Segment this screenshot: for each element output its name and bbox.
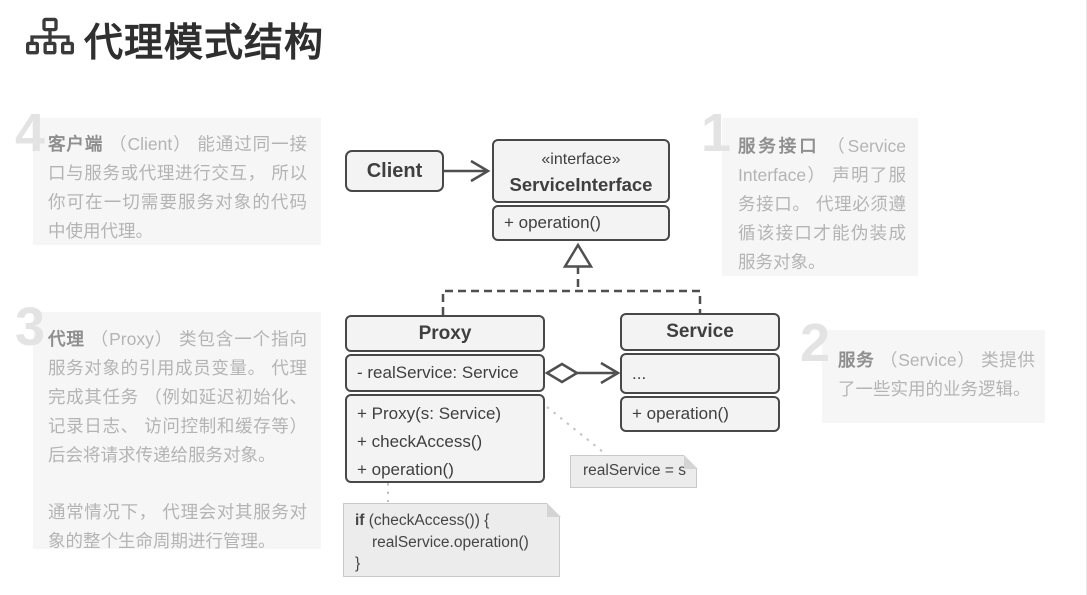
association-arrow-head bbox=[470, 159, 491, 183]
uml-class-service: Service ... + operation() bbox=[620, 313, 780, 432]
proxy-method-operation: + operation() bbox=[357, 460, 454, 479]
note-fold-corner bbox=[683, 454, 698, 469]
proxy-attribute: - realService: Service bbox=[345, 354, 545, 392]
realization-triangle bbox=[562, 242, 594, 268]
annotation-client-body: （Client） 能通过同一接口与服务或代理进行交互， 所以你可在一切需要服务对… bbox=[48, 134, 307, 241]
annotation-number-2: 2 bbox=[800, 313, 831, 373]
annotation-number-4: 4 bbox=[15, 103, 46, 163]
code-keyword-if: if bbox=[355, 512, 365, 529]
annotation-service: 服务 （Service） 类提供了一些实用的业务逻辑。 bbox=[822, 330, 1045, 423]
service-operation: + operation() bbox=[620, 396, 780, 432]
serviceinterface-header: «interface» ServiceInterface bbox=[492, 139, 670, 203]
service-class-name: Service bbox=[620, 313, 780, 351]
aggregation-diamond bbox=[544, 362, 580, 384]
uml-interface-serviceinterface: «interface» ServiceInterface + operation… bbox=[492, 139, 670, 241]
uml-class-proxy: Proxy - realService: Service + Proxy(s: … bbox=[345, 315, 545, 483]
note-assignment-text: realService = s bbox=[583, 462, 686, 479]
serviceinterface-stereotype: «interface» bbox=[541, 151, 621, 168]
annotation-proxy-body: （Proxy） 类包含一个指向服务对象的引用成员变量。 代理完成其任务 （例如延… bbox=[48, 329, 307, 465]
uml-note-assignment: realService = s bbox=[570, 454, 698, 488]
code-line-3: } bbox=[355, 555, 361, 572]
service-attribute: ... bbox=[620, 353, 780, 394]
annotation-proxy-lead: 代理 bbox=[48, 329, 85, 349]
annotation-service-interface-body: （Service Interface） 声明了服务接口。 代理必须遵循该接口才能… bbox=[738, 136, 906, 272]
sitemap-icon bbox=[26, 17, 74, 55]
proxy-method-constructor: + Proxy(s: Service) bbox=[357, 404, 502, 423]
annotation-proxy: 代理 （Proxy） 类包含一个指向服务对象的引用成员变量。 代理完成其任务 （… bbox=[33, 312, 321, 551]
annotation-proxy-body2: 通常情况下， 代理会对其服务对象的整个生命周期进行管理。 bbox=[48, 502, 307, 551]
page-title: 代理模式结构 bbox=[84, 22, 325, 65]
serviceinterface-operation: + operation() bbox=[492, 205, 670, 241]
annotation-number-3: 3 bbox=[15, 297, 46, 357]
note-link-assignment bbox=[546, 406, 604, 453]
annotation-number-1: 1 bbox=[701, 103, 732, 163]
client-class-name: Client bbox=[345, 150, 444, 192]
proxy-methods: + Proxy(s: Service) + checkAccess() + op… bbox=[345, 394, 545, 483]
annotation-service-lead: 服务 bbox=[838, 350, 875, 370]
aggregation-arrow-head bbox=[600, 361, 621, 385]
annotation-client-lead: 客户端 bbox=[48, 134, 104, 154]
code-line-2: realService.operation() bbox=[372, 533, 529, 551]
uml-note-code: if (checkAccess()) { realService.operati… bbox=[343, 502, 561, 577]
proxy-class-name: Proxy bbox=[345, 315, 545, 352]
realization-dashed-lines bbox=[441, 266, 702, 315]
uml-class-client: Client bbox=[345, 150, 444, 192]
annotation-service-interface-lead: 服务接口 bbox=[738, 136, 820, 156]
serviceinterface-name: ServiceInterface bbox=[509, 174, 653, 195]
code-line-1-rest: (checkAccess()) { bbox=[364, 512, 490, 529]
note-fold-corner bbox=[546, 502, 561, 517]
annotation-service-body: （Service） 类提供了一些实用的业务逻辑。 bbox=[838, 350, 1036, 399]
annotation-client: 客户端 （Client） 能通过同一接口与服务或代理进行交互， 所以你可在一切需… bbox=[33, 118, 321, 245]
proxy-method-checkaccess: + checkAccess() bbox=[357, 432, 483, 451]
code-line-1: if (checkAccess()) { bbox=[355, 510, 559, 532]
annotation-service-interface: 服务接口 （Service Interface） 声明了服务接口。 代理必须遵循… bbox=[722, 118, 918, 276]
